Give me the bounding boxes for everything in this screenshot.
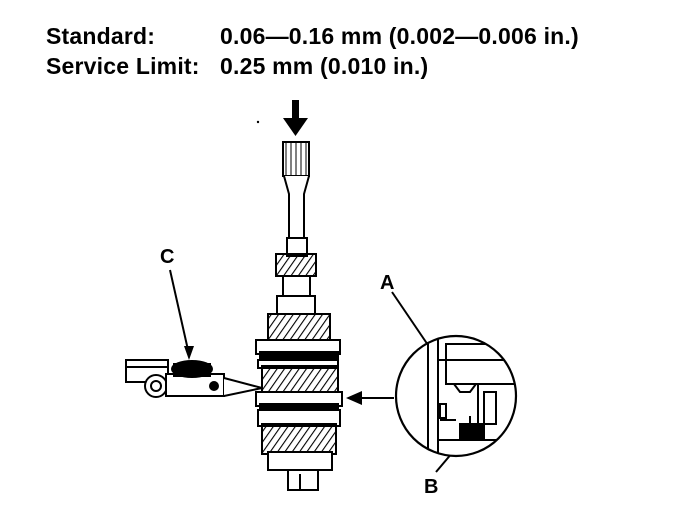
press-arrow bbox=[283, 100, 308, 136]
view-arrow bbox=[346, 391, 394, 405]
standard-value: 0.06—0.16 mm (0.002—0.006 in.) bbox=[220, 23, 579, 49]
callout-c: C bbox=[160, 246, 175, 268]
detail-inset bbox=[394, 334, 518, 458]
callout-b: B bbox=[424, 476, 439, 498]
gear-stack bbox=[255, 313, 343, 471]
service-limit-label: Service Limit: bbox=[46, 53, 200, 79]
standard-label: Standard: bbox=[46, 23, 156, 49]
callout-a: A bbox=[380, 272, 395, 294]
stray-mark bbox=[256, 120, 260, 124]
service-limit-value: 0.25 mm (0.010 in.) bbox=[220, 53, 429, 79]
dial-indicator bbox=[125, 359, 263, 398]
main-shaft bbox=[275, 141, 319, 491]
